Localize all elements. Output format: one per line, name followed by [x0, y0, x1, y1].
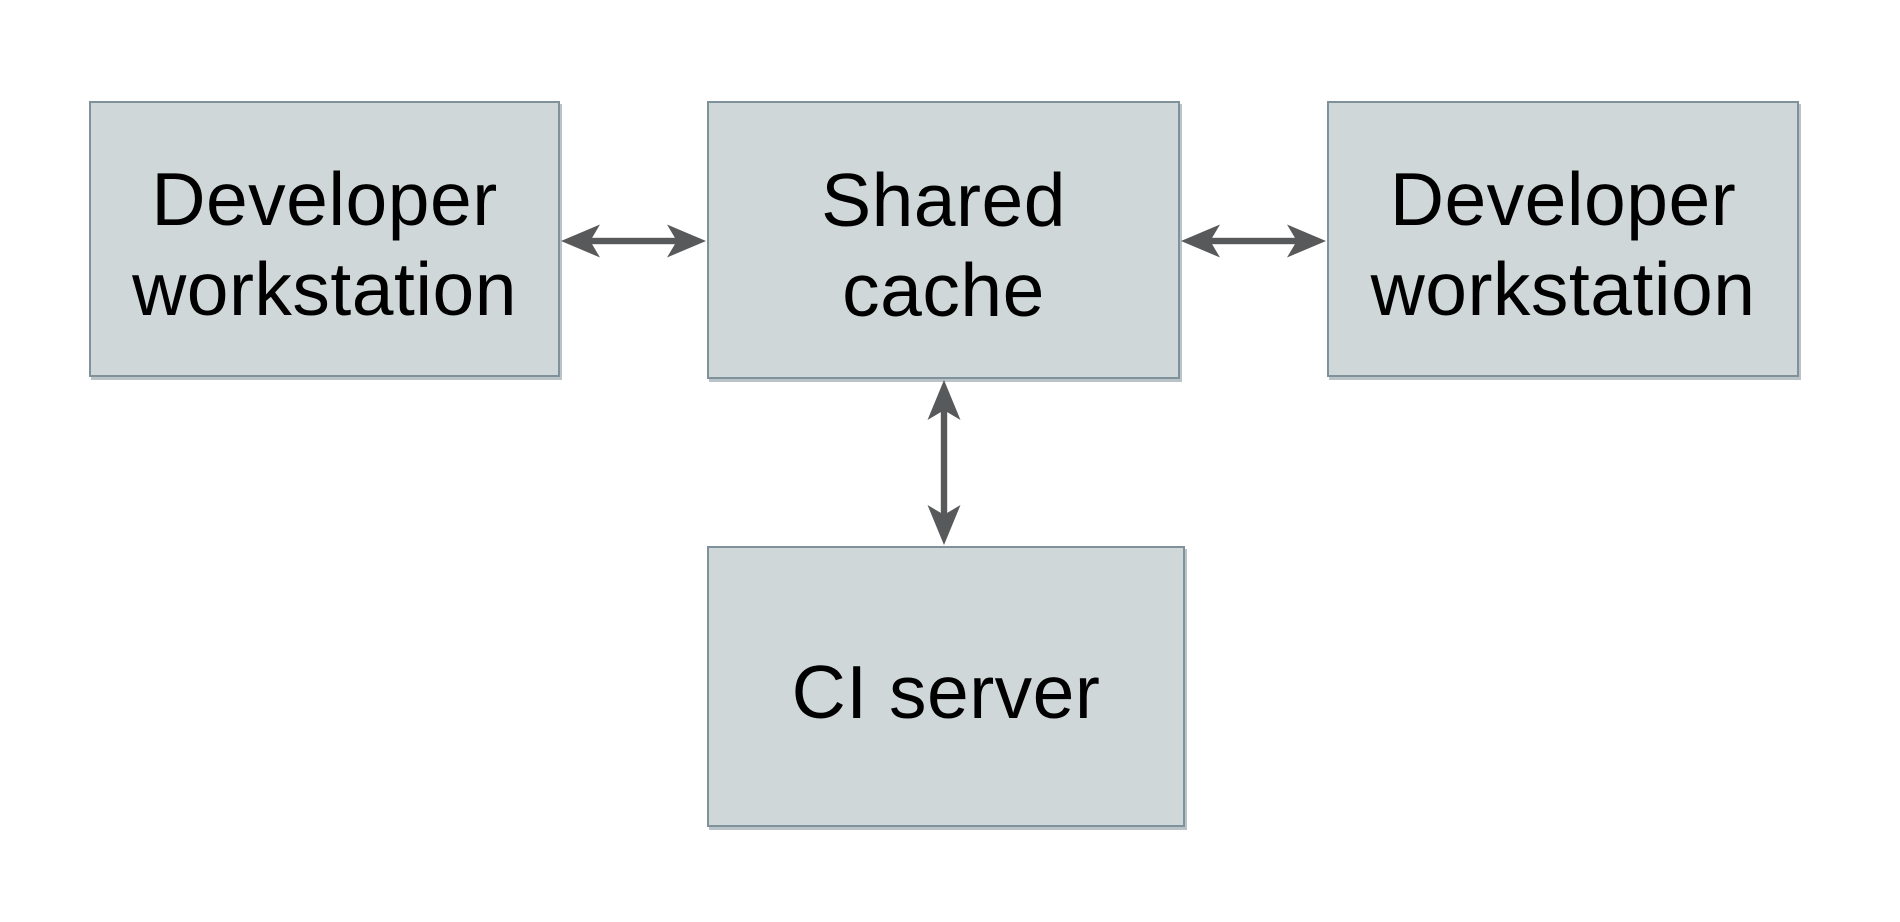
node-label-developer-workstation-left: Developer workstation: [132, 157, 517, 331]
bidirectional-arrow-shared-cache-ci-server: [916, 379, 972, 546]
node-ci-server: CI server: [707, 546, 1185, 827]
node-label-developer-workstation-right: Developer workstation: [1370, 157, 1756, 331]
node-shared-cache: Shared cache: [707, 101, 1180, 379]
bidirectional-arrow-shared-cache-right-workstation: [1180, 213, 1327, 269]
node-label-shared-cache: Shared cache: [821, 158, 1066, 332]
node-label-ci-server: CI server: [791, 649, 1101, 734]
node-developer-workstation-left: Developer workstation: [89, 101, 560, 377]
bidirectional-arrow-left-workstation-shared-cache: [560, 213, 707, 269]
node-developer-workstation-right: Developer workstation: [1327, 101, 1799, 377]
